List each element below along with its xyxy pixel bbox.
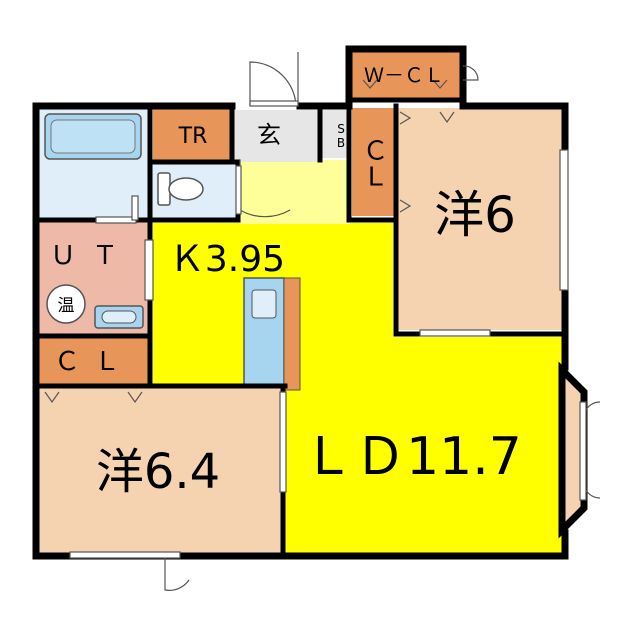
toilet-bowl	[168, 177, 204, 201]
water-heater-label: 温	[58, 296, 75, 316]
water-heater	[46, 284, 86, 324]
openings	[44, 52, 601, 591]
ut-label: ＵＴ	[50, 241, 134, 271]
bathtub-inner	[50, 119, 136, 154]
kitchen-sink	[251, 289, 277, 319]
entrance-label: 玄	[257, 121, 281, 149]
bay-window	[558, 361, 588, 539]
toilet-tank	[157, 172, 171, 206]
ld-label: ＬＤ11.7	[302, 427, 522, 487]
cl-left-fill	[38, 338, 150, 384]
cl-right-fill	[352, 108, 395, 216]
tr-fill	[153, 108, 230, 160]
vanity-basin-inner	[101, 310, 137, 324]
cl-right-label: ＣＬ	[358, 137, 388, 189]
interior-walls	[33, 97, 568, 559]
wcl-fill	[350, 52, 460, 98]
western-6-4-fill	[38, 387, 282, 553]
wcl-label: Ｗ－ＣＬ	[364, 63, 444, 87]
western-6-label: 洋6	[434, 186, 516, 244]
western-6-4-label: 洋6.4	[96, 444, 220, 500]
kitchen-wall-panel	[283, 277, 301, 391]
tr-label: TR	[178, 124, 208, 149]
entrance-fill	[232, 110, 322, 162]
western-6-fill	[398, 108, 562, 330]
shoe-box-fill	[322, 110, 347, 158]
cl-left-label: ＣＬ	[54, 347, 134, 377]
kitchen-label: Ｋ3.95	[169, 239, 285, 280]
hall-fill	[240, 160, 350, 224]
